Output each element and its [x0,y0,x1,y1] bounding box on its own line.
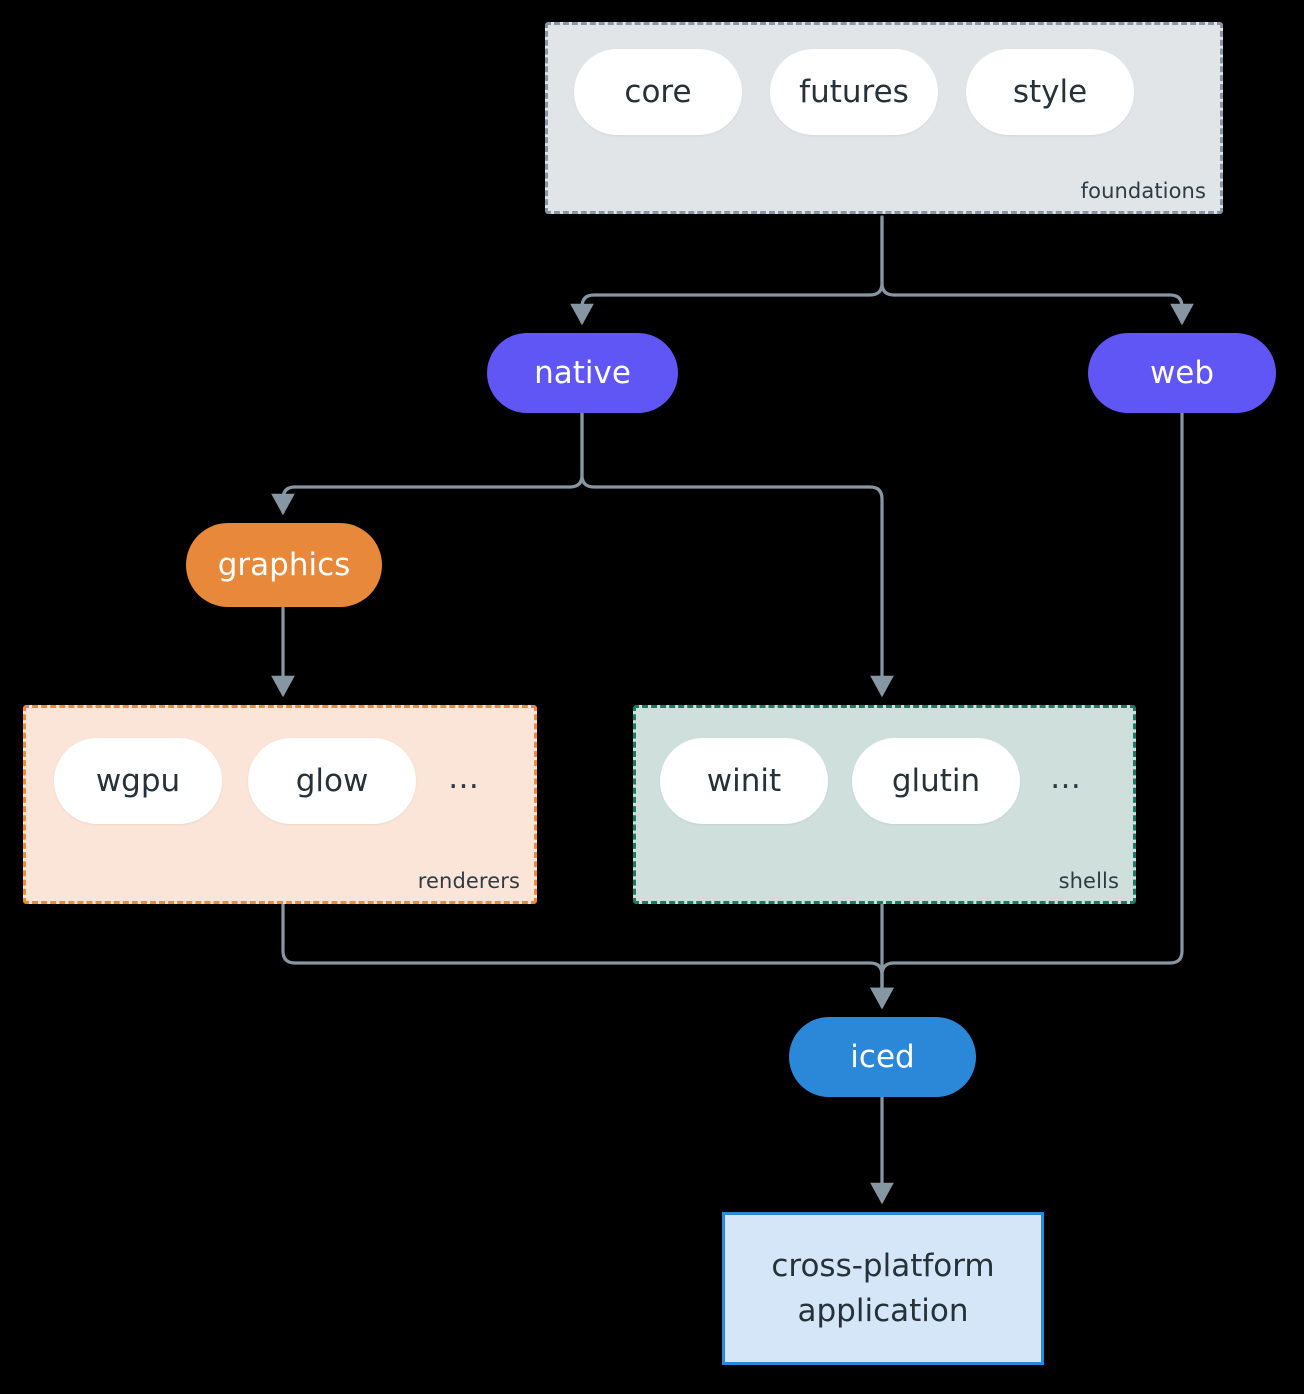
pill-glow-label: glow [295,763,369,799]
renderers-pill-row: wgpu glow … [54,738,486,824]
group-renderers: wgpu glow … renderers [23,705,537,904]
pill-futures-label: futures [799,74,909,110]
node-app-label-line2: application [797,1292,969,1329]
group-label-renderers: renderers [417,869,520,893]
node-app-label-line1: cross-platform [771,1248,995,1285]
group-label-foundations: foundations [1080,179,1206,203]
edge-foundations-web [880,215,1194,326]
group-label-shells: shells [1058,869,1119,893]
pill-glutin-label: glutin [891,763,981,799]
pill-glow[interactable]: glow [248,738,416,824]
group-foundations: core futures style foundations [545,22,1223,214]
pill-glutin[interactable]: glutin [852,738,1020,824]
pill-futures[interactable]: futures [770,49,938,135]
pill-core-label: core [624,74,692,110]
pill-wgpu-label: wgpu [95,763,181,799]
node-graphics-label: graphics [217,547,351,583]
edge-native-shells [580,411,894,698]
node-iced-label: iced [850,1039,915,1075]
edge-native-graphics [271,411,584,516]
edge-foundations-native [570,215,884,326]
shells-ellipsis: … [1050,760,1082,796]
pill-style-label: style [1012,74,1088,110]
node-cross-platform-application[interactable]: cross-platform application [722,1212,1044,1365]
pill-winit-label: winit [706,763,782,799]
shells-pill-row: winit glutin … [660,738,1088,824]
node-web[interactable]: web [1088,333,1276,413]
pill-wgpu[interactable]: wgpu [54,738,222,824]
pill-winit[interactable]: winit [660,738,828,824]
foundations-pill-row: core futures style [574,49,1134,135]
pill-core[interactable]: core [574,49,742,135]
node-native-label: native [534,355,631,391]
node-graphics[interactable]: graphics [186,523,382,607]
node-iced[interactable]: iced [789,1017,976,1097]
node-web-label: web [1149,355,1215,391]
node-native[interactable]: native [487,333,678,413]
pill-style[interactable]: style [966,49,1134,135]
group-shells: winit glutin … shells [633,705,1136,904]
renderers-ellipsis: … [448,760,480,796]
edge-renderers-iced [281,902,894,1010]
